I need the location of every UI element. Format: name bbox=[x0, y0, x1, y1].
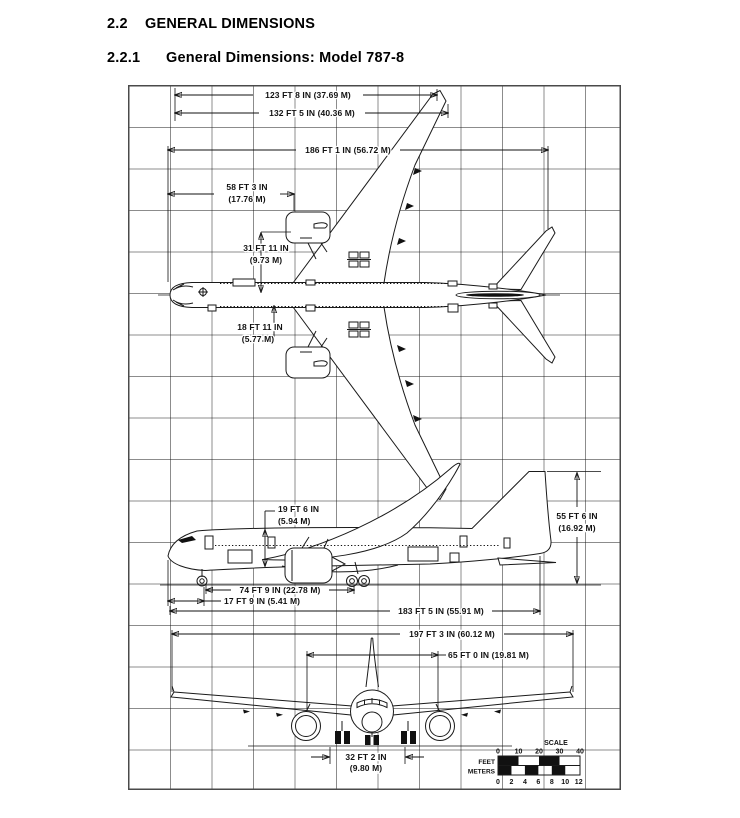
dim-wingspan: 197 FT 3 IN (60.12 M) bbox=[409, 629, 495, 639]
scale-title: SCALE bbox=[544, 740, 568, 747]
subsection-number: 2.2.1 bbox=[107, 50, 141, 66]
svg-text:4: 4 bbox=[523, 779, 527, 786]
svg-text:(9.73 M): (9.73 M) bbox=[250, 255, 283, 265]
section-heading: 2.2 GENERAL DIMENSIONS bbox=[107, 16, 315, 32]
engine-nacelle-side bbox=[284, 536, 347, 584]
dim-nose-to-nose-gear: 17 FT 9 IN (5.41 M) bbox=[224, 596, 300, 606]
engine-nacelle-plan-left bbox=[285, 211, 331, 260]
subsection-title: General Dimensions: Model 787-8 bbox=[166, 50, 405, 66]
section-title: GENERAL DIMENSIONS bbox=[145, 16, 316, 32]
svg-text:10: 10 bbox=[561, 779, 569, 786]
dim-overall-length: 186 FT 1 IN (56.72 M) bbox=[305, 145, 391, 155]
svg-text:40: 40 bbox=[576, 749, 584, 756]
svg-text:0: 0 bbox=[496, 749, 500, 756]
nose-gear-symbol-plan bbox=[198, 287, 208, 297]
dim-engine-offset: 31 FT 11 IN bbox=[243, 243, 289, 253]
svg-text:(5.94 M): (5.94 M) bbox=[278, 516, 311, 526]
engine-front-left bbox=[291, 703, 321, 741]
svg-text:6: 6 bbox=[536, 779, 540, 786]
dim-nose-to-engine: 58 FT 3 IN bbox=[226, 182, 267, 192]
main-gear-side bbox=[346, 561, 370, 587]
engine-nacelle-plan-right bbox=[285, 330, 331, 379]
front-view bbox=[170, 637, 574, 747]
svg-text:(17.76 M): (17.76 M) bbox=[228, 194, 265, 204]
top-view-dimensions: 123 FT 8 IN (37.69 M) 132 FT 5 IN (40.36… bbox=[168, 88, 548, 345]
scale-bar: SCALE 0 10 20 30 40 FEET METERS 0 2 4 6 … bbox=[468, 740, 584, 786]
dim-fuselage-height: 19 FT 6 IN bbox=[278, 504, 319, 514]
feet-label: FEET bbox=[478, 759, 495, 766]
side-view bbox=[160, 462, 601, 587]
svg-text:(5.77 M): (5.77 M) bbox=[242, 334, 275, 344]
dim-nose-to-wingtip-aft: 132 FT 5 IN (40.36 M) bbox=[269, 108, 355, 118]
engine-front-right bbox=[425, 703, 455, 741]
subsection-heading: 2.2.1 General Dimensions: Model 787-8 bbox=[107, 50, 404, 66]
svg-text:8: 8 bbox=[550, 779, 554, 786]
svg-text:(16.92 M): (16.92 M) bbox=[558, 523, 595, 533]
svg-text:30: 30 bbox=[556, 749, 564, 756]
svg-text:20: 20 bbox=[535, 749, 543, 756]
main-gear-symbol-plan bbox=[347, 251, 371, 338]
dim-ground-length: 183 FT 5 IN (55.91 M) bbox=[398, 606, 484, 616]
dim-tail-height: 55 FT 6 IN bbox=[556, 511, 597, 521]
landing-gear-front bbox=[335, 721, 416, 745]
svg-text:2: 2 bbox=[509, 779, 513, 786]
svg-text:10: 10 bbox=[515, 749, 523, 756]
top-view bbox=[158, 89, 560, 501]
side-view-dimensions: 19 FT 6 IN (5.94 M) 55 FT 6 IN (16.92 M)… bbox=[168, 471, 601, 617]
section-number: 2.2 bbox=[107, 16, 128, 32]
dim-wheel-track: 32 FT 2 IN bbox=[345, 752, 386, 762]
dim-wheelbase: 74 FT 9 IN (22.78 M) bbox=[240, 585, 321, 595]
dim-engine-offset-aft: 18 FT 11 IN bbox=[237, 322, 283, 332]
svg-text:(9.80 M): (9.80 M) bbox=[350, 763, 383, 773]
svg-text:12: 12 bbox=[575, 779, 583, 786]
dim-nose-to-wingtip: 123 FT 8 IN (37.69 M) bbox=[265, 90, 351, 100]
front-view-dimensions: 197 FT 3 IN (60.12 M) 65 FT 0 IN (19.81 … bbox=[172, 628, 573, 774]
dim-stabilizer-span: 65 FT 0 IN (19.81 M) bbox=[448, 650, 529, 660]
nose-gear-side bbox=[196, 569, 208, 587]
meters-label: METERS bbox=[468, 769, 496, 776]
svg-text:0: 0 bbox=[496, 779, 500, 786]
